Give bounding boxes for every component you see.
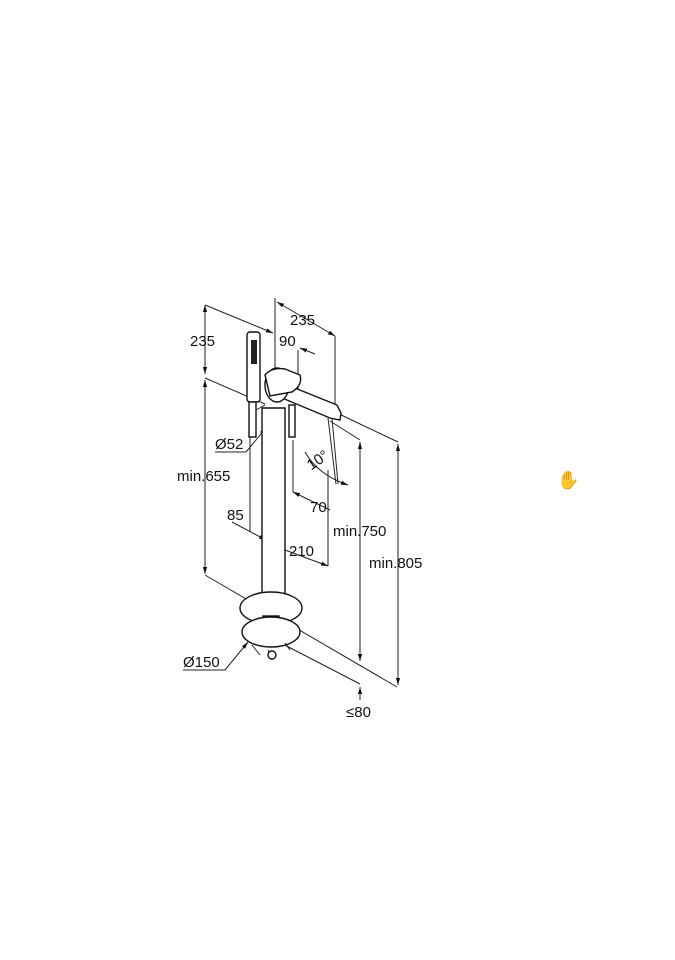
dim-70: 70	[310, 499, 327, 516]
dim-min-805: min.805	[369, 555, 422, 572]
dim-235-height: 235	[190, 333, 215, 350]
faucet-illustration	[239, 331, 342, 661]
dim-210: 210	[289, 543, 314, 560]
dim-235-reach: 235	[290, 312, 315, 329]
dim-angle-10: 10°	[304, 447, 332, 474]
dim-max-80: ≤80	[346, 704, 371, 721]
dim-85: 85	[227, 507, 244, 524]
dim-90: 90	[279, 333, 296, 350]
dim-min-655: min.655	[177, 468, 230, 485]
dim-diameter-150: Ø150	[183, 654, 220, 671]
hand-pointer-icon: ✋	[557, 470, 580, 491]
dim-diameter-52: Ø52	[215, 436, 243, 453]
dimension-lines	[183, 298, 401, 700]
dim-min-750: min.750	[333, 523, 386, 540]
